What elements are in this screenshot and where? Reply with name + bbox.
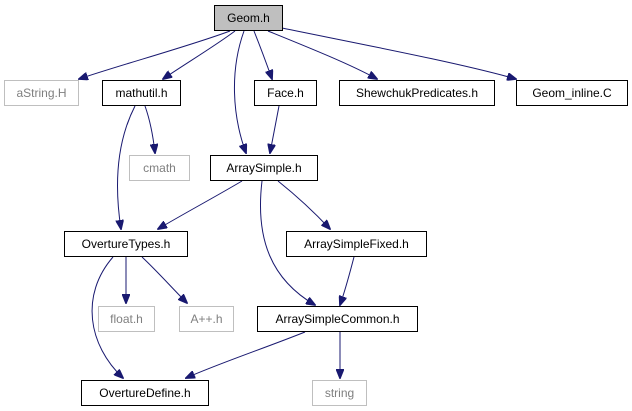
edge-arraysimple-to-arraysimplefixed: [277, 180, 330, 229]
edge-geom-to-arraysimple: [234, 30, 246, 153]
node-string: string: [312, 380, 367, 406]
node-overturedefine[interactable]: OvertureDefine.h: [81, 380, 209, 406]
node-float: float.h: [98, 306, 155, 332]
edge-geom-to-astring: [79, 30, 231, 79]
node-label-mathutil: mathutil.h: [115, 86, 167, 100]
node-shewchuk[interactable]: ShewchukPredicates.h: [339, 80, 495, 106]
node-label-arraysimple: ArraySimple.h: [226, 161, 301, 175]
node-label-face: Face.h: [267, 86, 304, 100]
node-label-arraysimplefixed: ArraySimpleFixed.h: [304, 237, 409, 251]
edge-face-to-arraysimple: [270, 105, 280, 153]
edge-overturetypes-to-app: [141, 256, 187, 303]
edges-layer: [79, 27, 516, 378]
node-overturetypes[interactable]: OvertureTypes.h: [64, 231, 188, 257]
node-geominline[interactable]: Geom_inline.C: [516, 80, 628, 106]
node-label-arraysimplecommon: ArraySimpleCommon.h: [275, 312, 399, 326]
edge-geom-to-geominline: [281, 27, 516, 79]
node-app: A++.h: [179, 306, 234, 332]
node-label-astring: aString.H: [16, 86, 66, 100]
node-label-float: float.h: [110, 312, 143, 326]
node-label-shewchuk: ShewchukPredicates.h: [356, 86, 478, 100]
nodes-layer: Geom.h aString.H mathutil.h Face.h Shewc…: [4, 5, 628, 406]
edge-mathutil-to-overturetypes: [118, 105, 136, 229]
edge-geom-to-face: [253, 30, 272, 79]
node-label-geom: Geom.h: [227, 11, 270, 25]
edge-arraysimplecommon-to-overturedefine: [186, 331, 306, 378]
edge-arraysimple-to-overturetypes: [158, 180, 243, 229]
node-mathutil[interactable]: mathutil.h: [102, 80, 181, 106]
edge-geom-to-shewchuk: [267, 30, 377, 79]
edge-mathutil-to-cmath: [144, 105, 155, 153]
node-label-geominline: Geom_inline.C: [532, 86, 612, 100]
node-arraysimple[interactable]: ArraySimple.h: [210, 155, 318, 181]
node-label-overturetypes: OvertureTypes.h: [82, 237, 171, 251]
node-cmath: cmath: [129, 155, 190, 181]
node-geom[interactable]: Geom.h: [214, 5, 283, 31]
node-label-string: string: [325, 386, 354, 400]
edge-arraysimple-to-arraysimplecommon: [259, 180, 315, 305]
edge-geom-to-mathutil: [163, 30, 236, 79]
node-face[interactable]: Face.h: [254, 80, 317, 106]
node-astring: aString.H: [4, 80, 79, 106]
node-arraysimplecommon[interactable]: ArraySimpleCommon.h: [257, 306, 418, 332]
node-label-cmath: cmath: [143, 161, 176, 175]
node-label-overturedefine: OvertureDefine.h: [99, 386, 190, 400]
node-arraysimplefixed[interactable]: ArraySimpleFixed.h: [286, 231, 427, 257]
node-label-app: A++.h: [190, 312, 222, 326]
edge-arraysimplefixed-to-arraysimplecommon: [340, 256, 355, 305]
edge-overturetypes-to-overturedefine: [91, 256, 123, 378]
